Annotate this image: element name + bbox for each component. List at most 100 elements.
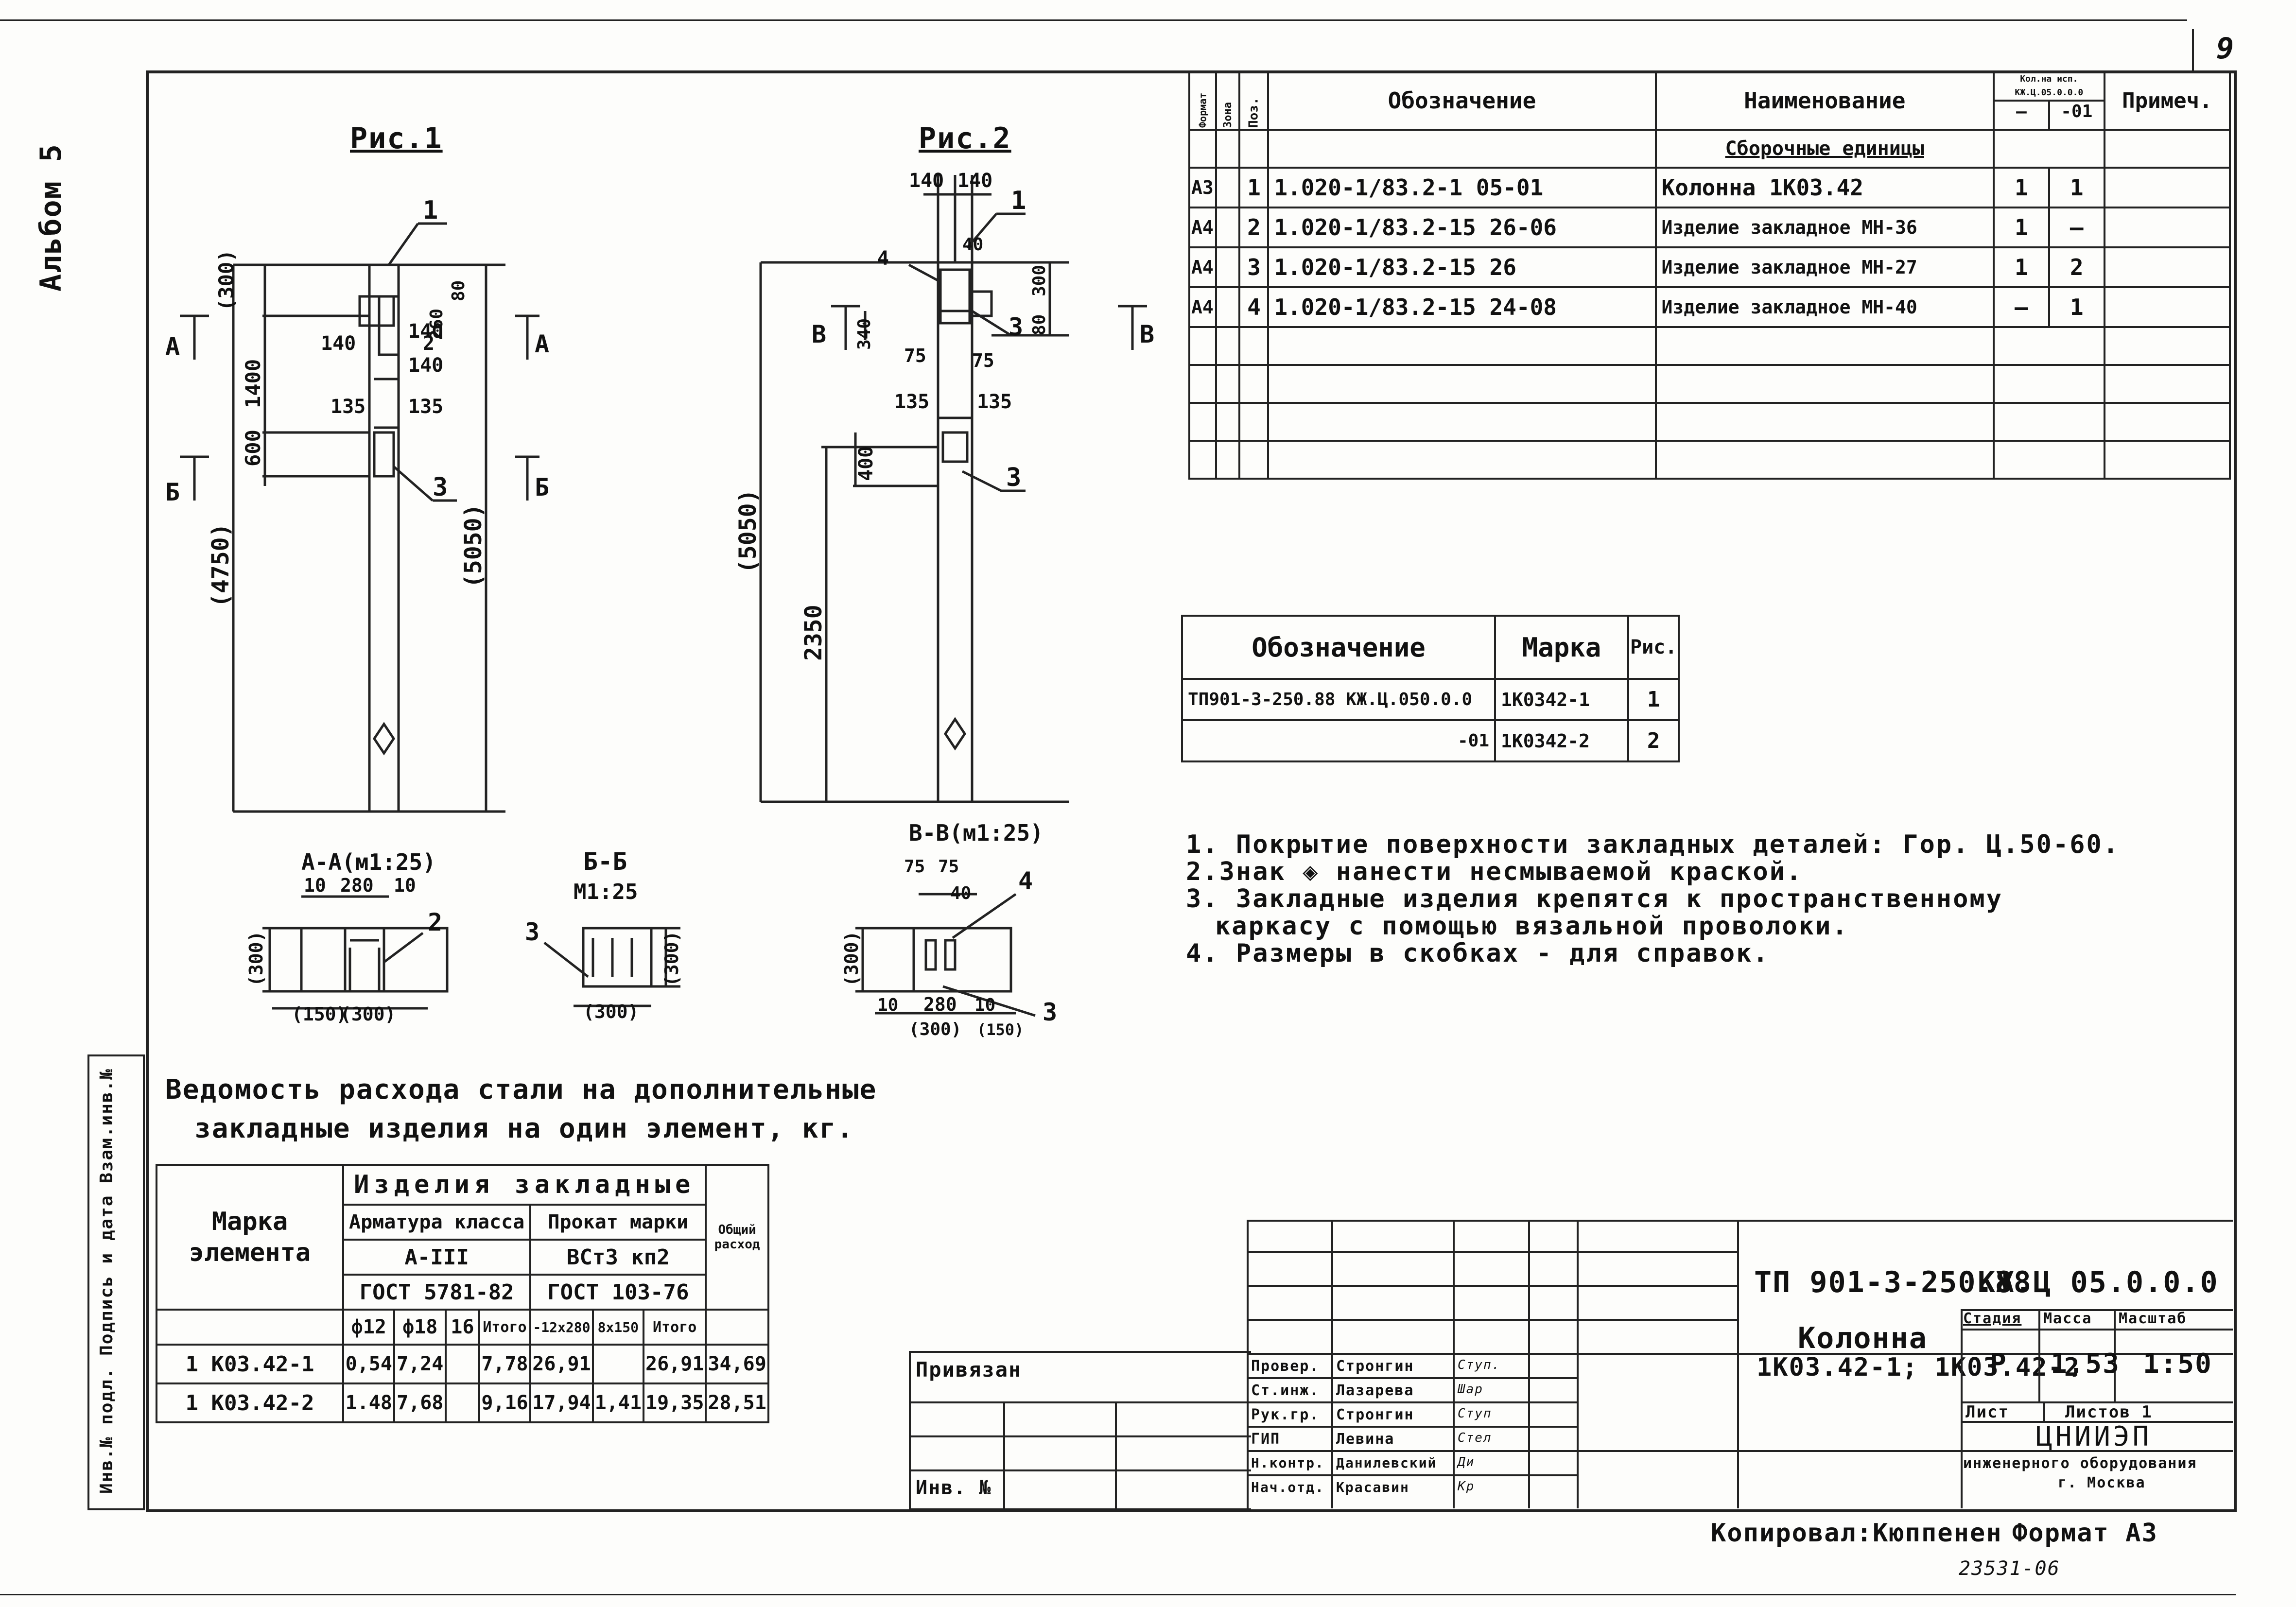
fig1-plate-mid	[378, 295, 400, 356]
section-vv-ref3: 3	[1043, 998, 1057, 1026]
mass-label: Масса	[2043, 1310, 2092, 1327]
fig1-dim-260: 260	[427, 309, 447, 340]
fig2-ref-1: 1	[1011, 186, 1026, 215]
section-vv-d75b: 75	[938, 857, 959, 877]
steel-col-plate2: 8х150	[591, 1309, 644, 1346]
steel-h-rolled-grade: ВСт3 кп2	[529, 1239, 707, 1276]
spec-cell-format: А4	[1188, 207, 1217, 248]
fig2-sec-V-left: В	[812, 320, 826, 348]
spec-cell-designation: 1.020-1/83.2-15 24-08	[1267, 286, 1657, 328]
spec-cell-name: Изделие закладное МН-27	[1654, 246, 1995, 288]
footer-format: Формат А3	[2012, 1519, 2158, 1548]
steel-cell-val: 1,41	[591, 1382, 644, 1423]
fig1-dim-300: (300)	[214, 250, 238, 311]
spec-h-qty: Кол.на исп. КЖ.Ц.05.0.0.0	[1994, 72, 2104, 102]
marks-cell-designation: ТП901-3-250.88 КЖ.Ц.050.0.0	[1181, 678, 1496, 721]
marks-h-fig: Рис.	[1627, 615, 1680, 680]
spec-h-qty-a: –	[1995, 102, 2050, 129]
bound-label: Привязан	[916, 1358, 1022, 1382]
steel-row: 1 К03.42-1 0,54 7,24 7,78 26,91 26,91 34…	[156, 1344, 769, 1384]
spec-cell-qty-a: 1	[1995, 208, 2050, 246]
fig1-plate-lower	[373, 431, 395, 478]
steel-cell-val: 19,35	[642, 1382, 707, 1423]
fig2-dim-140b: 140	[957, 170, 992, 192]
org-sub-1: инженерного оборудования	[1963, 1455, 2197, 1472]
steel-h-rebar: Арматура класса	[342, 1204, 532, 1241]
title-block: Провер. Стронгин Ступ. Ст.инж. Лазарева …	[1247, 1220, 2233, 1508]
fig1-sec-B-right: Б	[535, 473, 549, 501]
spec-table: Формат Зона Поз. Обозначение Наименовани…	[1188, 70, 2231, 480]
section-vv-d40: 40	[950, 883, 971, 903]
marks-row: -01 1К0342-2 2	[1181, 719, 1680, 762]
fig1-marker	[372, 722, 396, 756]
spec-empty-row	[1188, 402, 2231, 442]
doc-code: КЖ.Ц 05.0.0.0	[1978, 1265, 2219, 1299]
section-aa-d300: (300)	[245, 931, 267, 986]
section-vv-d150: (150)	[977, 1020, 1024, 1039]
steel-title-1: Ведомость расхода стали на дополнительны…	[165, 1074, 877, 1106]
spec-table-header: Формат Зона Поз. Обозначение Наименовани…	[1189, 70, 2231, 131]
marks-cell-designation: -01	[1181, 719, 1496, 762]
fig1-dim-4750: (4750)	[207, 523, 234, 607]
steel-table: Марка элемента Изделия закладные Общий р…	[156, 1164, 769, 1423]
org-name: ЦНИИЭП	[2036, 1421, 2152, 1452]
fig2-dim-75a: 75	[904, 345, 926, 366]
steel-h-mark: Марка элемента	[156, 1164, 344, 1311]
section-vv-d300b: (300)	[909, 1019, 961, 1039]
steel-subheader: ф12 ф18 16 Итого -12х280 8х150 Итого	[156, 1309, 769, 1346]
section-aa-d10a: 10	[304, 875, 326, 896]
steel-h-rebar-class: А-III	[342, 1239, 532, 1276]
section-aa-d150: (150)	[292, 1003, 347, 1025]
fig1-dim-135a: 135	[330, 396, 365, 418]
note-2: 2.Знак ◈ нанести несмываемой краской.	[1186, 857, 1803, 886]
fig1-title: Рис.1	[350, 121, 443, 156]
fig1-dim-135b: 135	[408, 396, 443, 418]
steel-col-total1: Итого	[478, 1309, 532, 1346]
signer-name: Левина	[1336, 1431, 1395, 1448]
signer-signature: Ступ.	[1458, 1358, 1501, 1372]
fig2-ref-3a: 3	[1009, 313, 1023, 341]
stage-label: Стадия	[1963, 1310, 2022, 1327]
spec-cell-format: А4	[1188, 286, 1217, 328]
spec-h-qty-b: -01	[2061, 102, 2093, 121]
fig2-dim-340: 340	[854, 318, 874, 350]
spec-h-zone: Зона	[1216, 71, 1240, 130]
marks-row: ТП901-3-250.88 КЖ.Ц.050.0.0 1К0342-1 1	[1181, 678, 1680, 721]
section-vv-body	[912, 927, 1012, 993]
section-vv-d280: 280	[923, 994, 957, 1015]
steel-cell-total: 34,69	[705, 1344, 769, 1384]
section-vv-title: В-В(м1:25)	[909, 820, 1044, 846]
spec-h-note: Примеч.	[2103, 70, 2231, 131]
spec-h-name: Наименование	[1654, 70, 1995, 131]
steel-cell-val: 26,91	[642, 1344, 707, 1384]
binding-block: Привязан Инв. №	[909, 1351, 1251, 1510]
section-aa-d10b: 10	[394, 875, 416, 896]
steel-col-plate1: -12х280	[529, 1309, 594, 1346]
org-sub-2: г. Москва	[2058, 1474, 2146, 1491]
marks-cell-fig: 2	[1627, 719, 1680, 762]
scale-value: 1:50	[2143, 1348, 2212, 1380]
signer-signature: Шар	[1458, 1382, 1483, 1397]
side-stamp: Инв.№ подл. Подпись и дата Взам.инв.№	[87, 1054, 145, 1510]
note-3: 3. Закладные изделия крепятся к простран…	[1186, 884, 2003, 914]
fig1-sec-A-right: А	[535, 330, 549, 358]
fig2-sec-V-right: В	[1140, 320, 1154, 348]
footer-copied: Копировал:Кюппенен	[1711, 1519, 2002, 1548]
footer-archive: 23531-06	[1959, 1557, 2060, 1580]
spec-cell-note	[2103, 246, 2231, 288]
fig1-dim-600: 600	[241, 430, 265, 467]
signer-signature: Ступ	[1458, 1406, 1492, 1421]
steel-title-2: закладные изделия на один элемент, кг.	[194, 1113, 854, 1144]
signer-role: Н.контр.	[1251, 1455, 1324, 1471]
section-aa-d280: 280	[340, 875, 374, 896]
spec-cell-pos: 4	[1238, 286, 1270, 328]
fig1-dim-1400: 1400	[241, 359, 265, 408]
spec-cell-format: А3	[1188, 167, 1217, 208]
drawing-frame	[146, 70, 2237, 1512]
stage-value: Р	[1990, 1348, 2007, 1380]
signer-signature: Ди	[1458, 1455, 1475, 1469]
scale-label: Масштаб	[2119, 1310, 2187, 1327]
spec-cell-designation: 1.020-1/83.2-15 26-06	[1267, 207, 1657, 248]
steel-cell-val: 17,94	[529, 1382, 594, 1423]
section-bb-ref3: 3	[525, 918, 539, 946]
